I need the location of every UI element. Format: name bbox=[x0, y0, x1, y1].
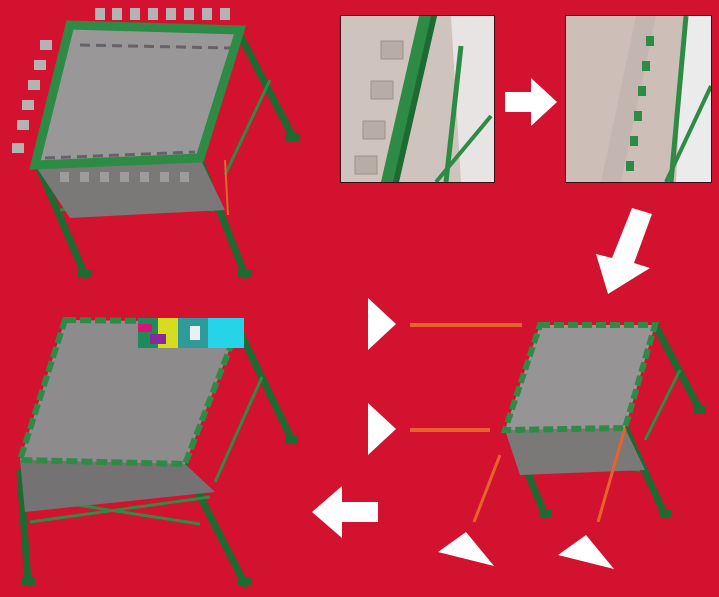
arrow-right-icon bbox=[505, 78, 557, 131]
cut-line-upper bbox=[410, 323, 522, 327]
pointer-lower-icon bbox=[368, 403, 396, 460]
silo-cut-reduced-illustration bbox=[460, 310, 710, 540]
pointer-upper-icon bbox=[368, 298, 396, 355]
pointer-bottom-right-icon bbox=[558, 535, 614, 574]
original-silo-illustration bbox=[0, 0, 310, 300]
flange-detail-after bbox=[565, 15, 712, 183]
arrow-left-icon bbox=[312, 486, 378, 543]
arrow-down-icon bbox=[592, 208, 654, 299]
flange-detail-before bbox=[340, 15, 495, 183]
pointer-bottom-left-icon bbox=[438, 532, 494, 571]
silo-final-reinforced-illustration bbox=[0, 312, 310, 597]
cut-line-lower bbox=[410, 428, 490, 432]
